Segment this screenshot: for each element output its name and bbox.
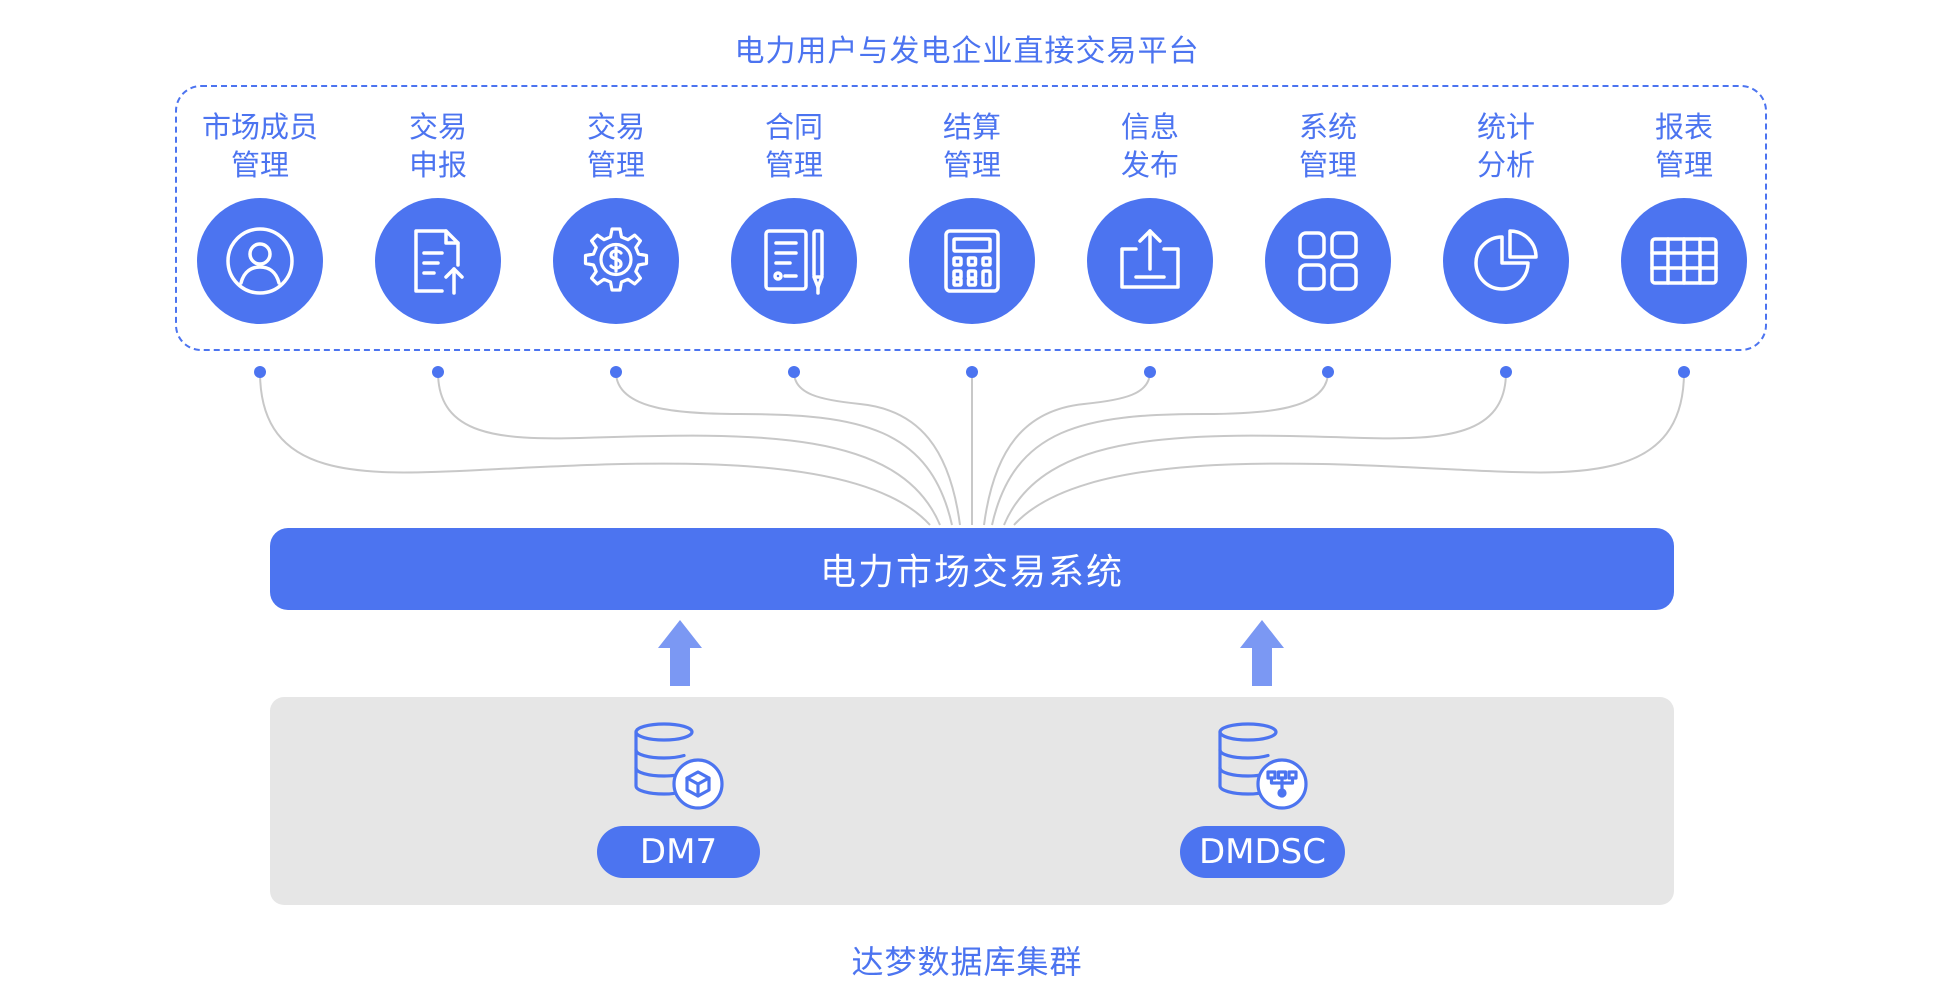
module-label: 合同 管理 (764, 110, 823, 182)
dm7-label[interactable]: DM7 (597, 826, 760, 878)
connector-dot (1678, 366, 1690, 378)
dmdsc-label[interactable]: DMDSC (1180, 826, 1345, 878)
connector-line (259, 371, 931, 526)
database-cluster-container (270, 697, 1674, 905)
connector-dot (1500, 366, 1512, 378)
module-label: 交易 申报 (408, 110, 467, 182)
platform-container (175, 85, 1767, 351)
contract-pen-icon (731, 198, 857, 324)
module-label: 结算 管理 (942, 110, 1001, 182)
connector-dot (1144, 366, 1156, 378)
trading-system-bar[interactable]: 电力市场交易系统 (270, 528, 1674, 610)
module-label: 系统 管理 (1298, 110, 1357, 182)
connector-line (1003, 371, 1507, 526)
platform-title: 电力用户与发电企业直接交易平台 (734, 34, 1200, 69)
grid-apps-icon (1265, 198, 1391, 324)
connector-dot (1322, 366, 1334, 378)
module-label: 市场成员 管理 (201, 110, 318, 182)
connector-line (615, 371, 953, 526)
database-cluster-icon (1218, 722, 1308, 810)
connector-dot (432, 366, 444, 378)
gear-dollar-icon (553, 198, 679, 324)
document-upload-icon (375, 198, 501, 324)
connector-line (991, 371, 1329, 526)
database-cube-icon (634, 722, 724, 810)
upload-tray-icon (1087, 198, 1213, 324)
connector-line (793, 371, 961, 526)
module-label: 报表 管理 (1654, 110, 1713, 182)
connector-dot (788, 366, 800, 378)
cluster-title: 达梦数据库集群 (851, 943, 1083, 981)
connector-line (983, 371, 1151, 526)
up-arrow-icon (658, 620, 702, 686)
module-label: 交易 管理 (586, 110, 645, 182)
trading-system-label: 电力市场交易系统 (819, 552, 1124, 593)
calculator-icon (909, 198, 1035, 324)
connector-line (437, 371, 941, 526)
connector-dot (610, 366, 622, 378)
user-icon (197, 198, 323, 324)
pie-chart-icon (1443, 198, 1569, 324)
module-label: 统计 分析 (1476, 110, 1535, 182)
connector-dot (966, 366, 978, 378)
connector-line (1013, 371, 1685, 526)
table-icon (1621, 198, 1747, 324)
module-label: 信息 发布 (1120, 110, 1179, 182)
up-arrow-icon (1240, 620, 1284, 686)
connector-dot (254, 366, 266, 378)
